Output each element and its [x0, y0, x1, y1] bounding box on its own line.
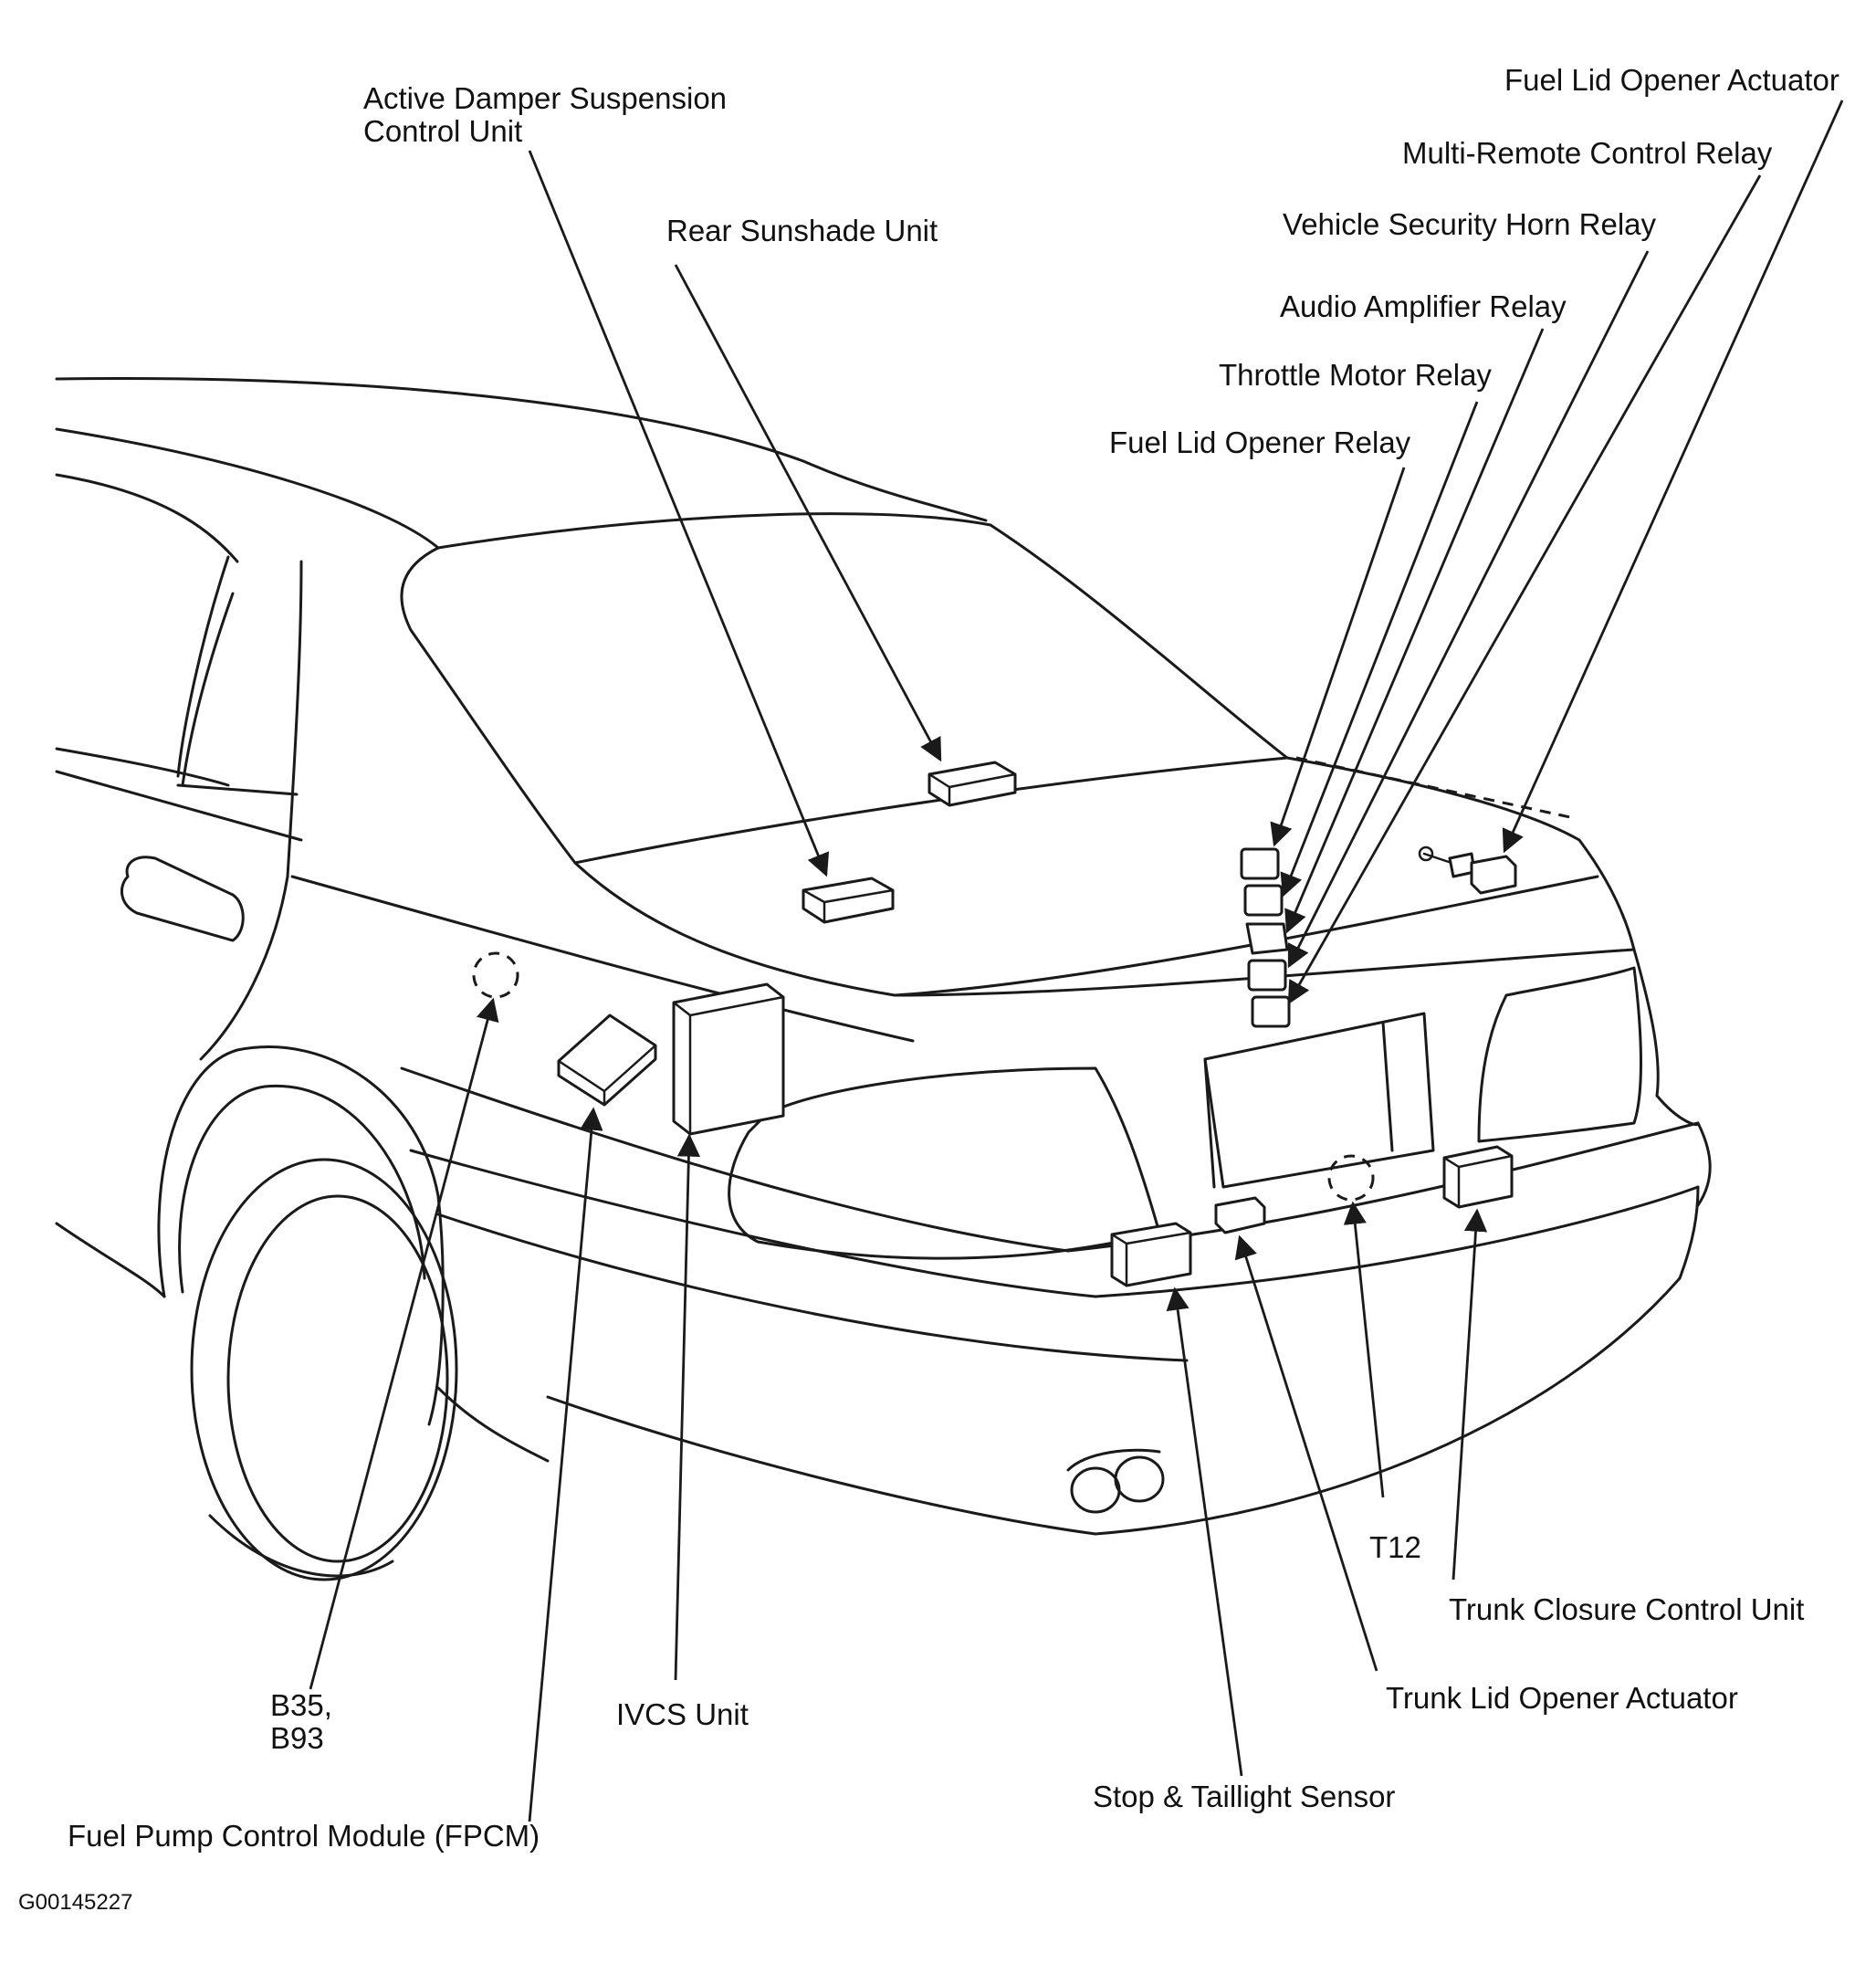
- figure-id: G00145227: [18, 1890, 133, 1915]
- label-active-damper: Active Damper Suspension Control Unit: [363, 81, 728, 148]
- label-throttle-motor-relay: Throttle Motor Relay: [1219, 358, 1492, 392]
- car-body: [55, 376, 1712, 1581]
- b35-b93-connector-circle: [472, 951, 519, 999]
- label-trunk-lid-opener-actuator: Trunk Lid Opener Actuator: [1386, 1681, 1738, 1715]
- label-audio-amplifier-relay: Audio Amplifier Relay: [1280, 289, 1567, 323]
- trunk-lid-actuator-box: [1214, 1196, 1266, 1234]
- leader-lines: [309, 100, 1844, 1822]
- stop-taillight-sensor-box: [1110, 1222, 1192, 1287]
- relay-stack: [1240, 847, 1291, 1028]
- label-vehicle-security-horn-relay: Vehicle Security Horn Relay: [1283, 207, 1657, 241]
- label-fpcm: Fuel Pump Control Module (FPCM): [68, 1819, 540, 1853]
- fuel-lid-actuator-part: [1418, 845, 1517, 895]
- label-stop-taillight-sensor: Stop & Taillight Sensor: [1093, 1780, 1396, 1813]
- rear-sunshade-unit-box: [928, 761, 1017, 807]
- t12-connector-circle: [1327, 1154, 1375, 1202]
- label-t12: T12: [1369, 1530, 1421, 1564]
- label-fuel-lid-opener-relay: Fuel Lid Opener Relay: [1109, 425, 1411, 459]
- label-b35-b93: B35, B93: [270, 1688, 332, 1755]
- label-ivcs-unit: IVCS Unit: [616, 1697, 749, 1731]
- components: [472, 761, 1517, 1287]
- active-damper-box: [802, 877, 895, 924]
- label-rear-sunshade: Rear Sunshade Unit: [666, 214, 938, 247]
- trunk-closure-box: [1442, 1145, 1514, 1209]
- ivcs-unit-box: [672, 982, 785, 1136]
- label-multi-remote-control-relay: Multi-Remote Control Relay: [1402, 136, 1773, 170]
- label-fuel-lid-opener-actuator: Fuel Lid Opener Actuator: [1504, 63, 1839, 97]
- label-trunk-closure-control-unit: Trunk Closure Control Unit: [1449, 1592, 1805, 1626]
- fpcm-box: [557, 1014, 657, 1107]
